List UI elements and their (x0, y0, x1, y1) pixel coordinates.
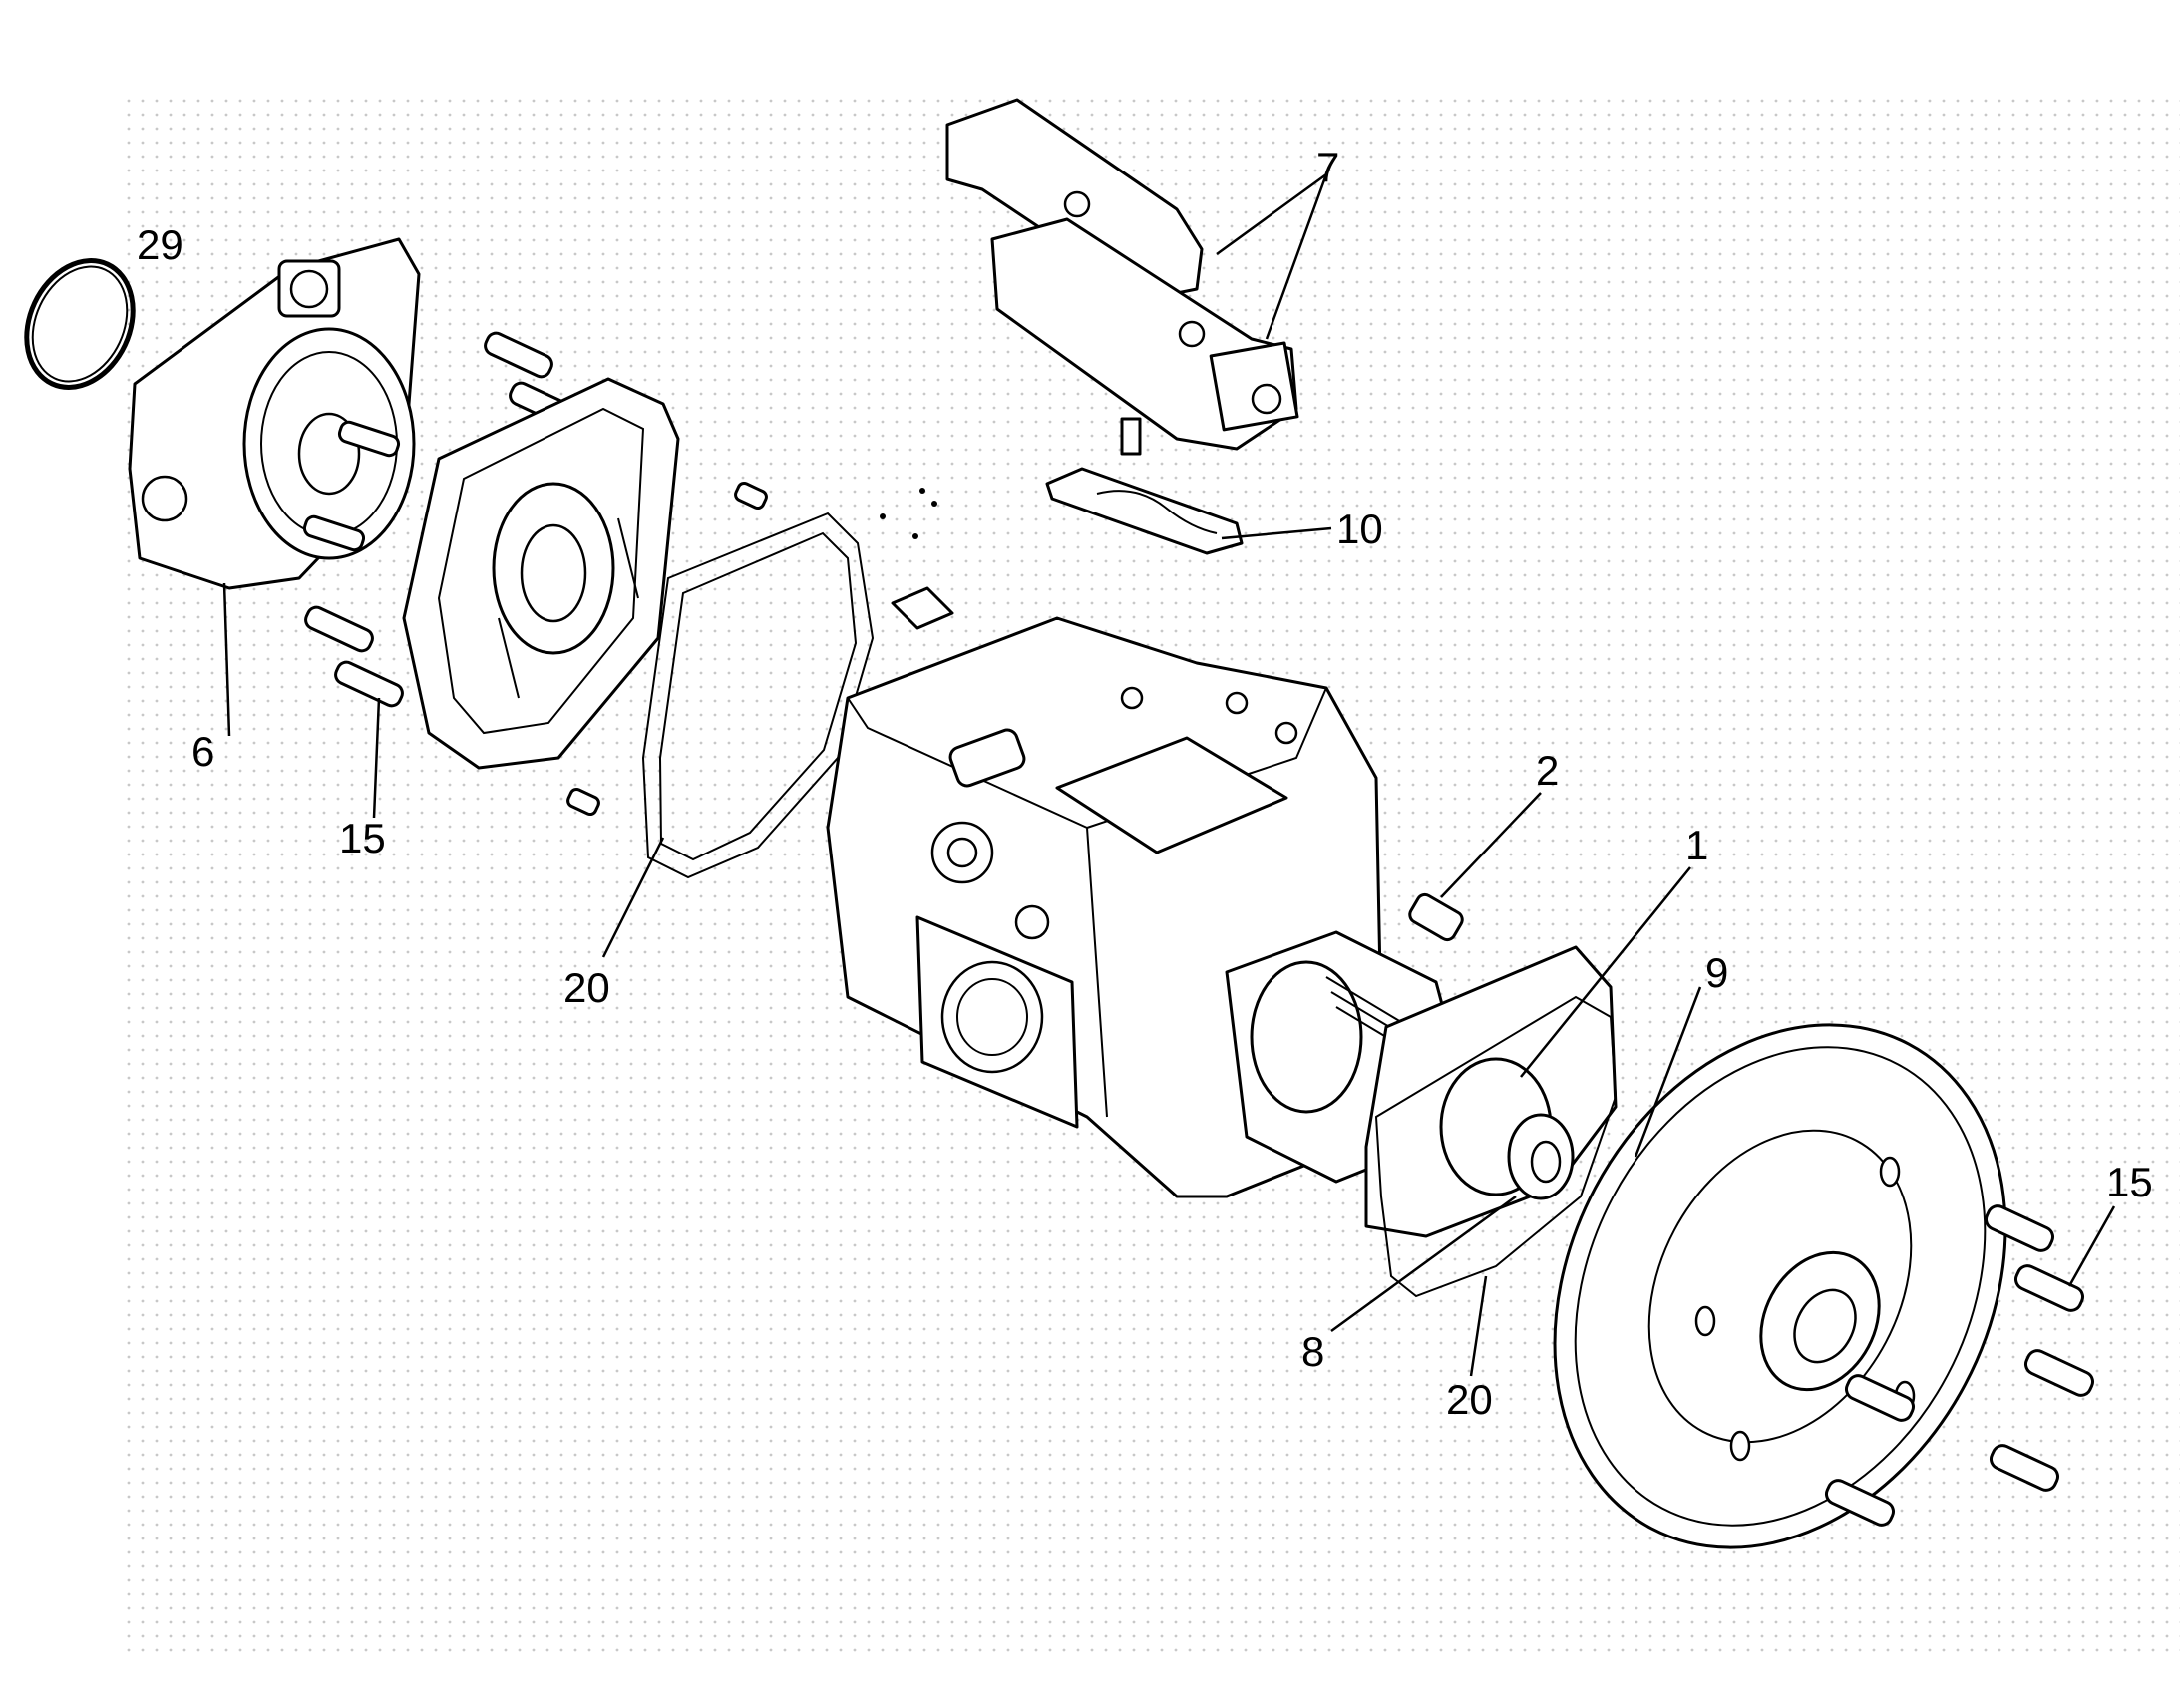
callout-29: 29 (137, 221, 183, 268)
callout-1: 1 (1685, 822, 1708, 868)
port-plate-housing (402, 377, 680, 770)
gasket-20-right (1374, 995, 1618, 1298)
callout-15-right: 15 (2106, 1159, 2153, 1205)
dowel-pin (566, 787, 600, 817)
o-ring-29 (24, 258, 136, 390)
callout-20-right: 20 (1446, 1376, 1493, 1423)
end-cover-6 (128, 237, 421, 590)
callout-10: 10 (1336, 506, 1383, 552)
callout-7: 7 (1316, 144, 1339, 190)
gasket-20-left (641, 512, 875, 879)
dowel-pin (734, 481, 768, 511)
control-valves-7 (945, 98, 1299, 456)
callout-8: 8 (1301, 1328, 1324, 1375)
bolts-15-right (1824, 1204, 2095, 1527)
leader-lines (222, 172, 2116, 1377)
callout-20-left: 20 (563, 964, 610, 1011)
shaft-flange (1364, 945, 1618, 1238)
callout-6: 6 (191, 728, 214, 775)
plug-2 (1408, 892, 1464, 942)
callout-9: 9 (1705, 949, 1728, 996)
callout-15-left: 15 (339, 815, 386, 861)
valve-gasket-10 (1045, 467, 1244, 555)
small-seal (919, 488, 925, 494)
small-seal (880, 513, 886, 519)
callout-2: 2 (1536, 747, 1559, 794)
small-seal (931, 501, 937, 507)
small-seal (912, 533, 918, 539)
small-plate (891, 586, 954, 630)
